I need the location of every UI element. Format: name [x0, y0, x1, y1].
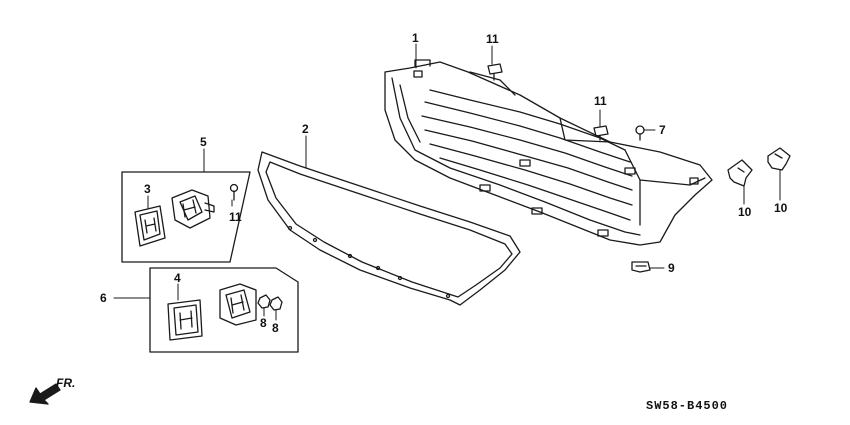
screw-mid	[593, 125, 609, 141]
callout-10-right: 10	[774, 201, 788, 215]
emblem-front-lower	[167, 299, 203, 341]
callout-11-left: 11	[229, 210, 242, 224]
nut-left	[257, 294, 271, 309]
nut-right	[269, 296, 283, 311]
callout-11-top: 11	[486, 32, 499, 46]
callout-1: 1	[412, 31, 419, 45]
clip-9	[631, 261, 651, 273]
callout-5: 5	[200, 135, 207, 149]
emblem-base-lower	[219, 283, 257, 326]
callout-3: 3	[144, 182, 151, 196]
callout-8-right: 8	[272, 321, 279, 335]
callout-6: 6	[100, 291, 107, 305]
callout-7: 7	[659, 123, 666, 137]
callout-8-left: 8	[260, 316, 267, 330]
diagram-code: SW58-B4500	[646, 399, 729, 413]
callout-11-mid: 11	[594, 94, 607, 108]
front-grille	[384, 59, 713, 246]
screw-top	[487, 63, 503, 81]
screw-upper-left	[229, 183, 239, 201]
leader-lines	[113, 43, 781, 321]
emblem-front-upper	[134, 205, 166, 247]
front-direction-arrow-icon	[29, 383, 61, 405]
clip-10-left	[727, 159, 753, 187]
screw-7	[635, 125, 645, 141]
callout-9: 9	[668, 261, 675, 275]
clip-10-right	[767, 147, 791, 171]
grille-molding	[257, 151, 521, 306]
emblem-base-upper	[171, 189, 215, 229]
callout-4: 4	[174, 271, 181, 285]
emblem-group-upper-box	[121, 171, 251, 263]
callout-2: 2	[302, 122, 309, 136]
front-direction-label: FR.	[56, 376, 76, 390]
callout-10-left: 10	[738, 205, 752, 219]
emblem-group-lower-box	[149, 267, 299, 353]
